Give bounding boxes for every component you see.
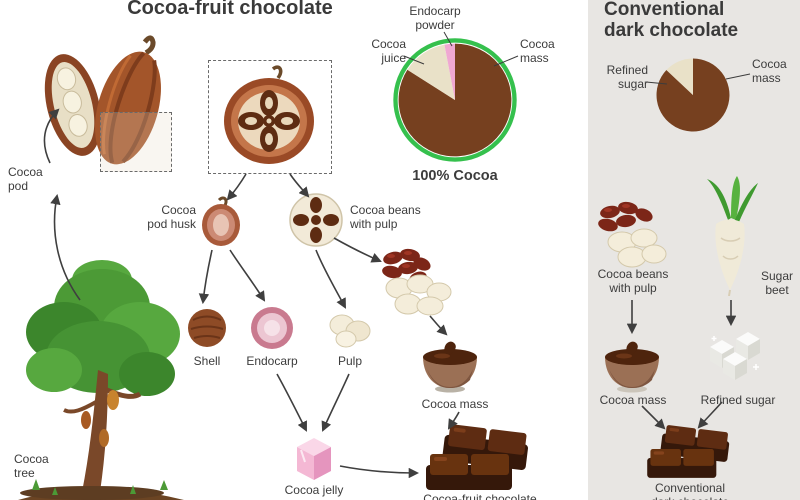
cocoa-fruit-result-label: Cocoa-fruit chocolate	[423, 492, 537, 500]
cocoa-pod-label: Cocoa pod	[8, 165, 43, 193]
conventional-composition-pie	[656, 58, 730, 132]
conventional-title: Conventional dark chocolate	[604, 0, 739, 41]
refined-sugar-right-label: Refined sugar	[700, 393, 776, 407]
cocoa-mass-right-label: Cocoa mass	[599, 393, 667, 407]
cocoa-mass-bowl-illustration	[423, 341, 477, 393]
cocoa-tree-label: Cocoa tree	[14, 452, 49, 480]
refined-sugar-illustration	[710, 332, 760, 380]
sugar-beet-illustration	[707, 176, 758, 296]
conventional-result-label: Conventional dark chocolate	[651, 481, 729, 500]
cocoa-beans-cluster-illustration	[382, 248, 431, 285]
sugar-beet-label: Sugar beet	[760, 269, 794, 297]
cocoa-pod-husk-illustration	[202, 196, 240, 246]
endocarp-powder-callout: Endocarp powder	[409, 4, 461, 32]
pie-caption: 100% Cocoa	[412, 168, 498, 184]
cocoa-pod-husk-label: Cocoa pod husk	[147, 203, 196, 231]
pod-zoom-highlight-frame	[100, 112, 172, 172]
pulp-cluster-illustration	[385, 274, 452, 316]
cocoa-beans-with-pulp-right-illustration	[598, 201, 667, 268]
cocoa-fruit-composition-pie	[393, 38, 517, 162]
endocarp-label: Endocarp	[246, 354, 298, 368]
conventional-chocolate-illustration	[647, 425, 730, 478]
pod-cross-section-illustration	[224, 65, 314, 164]
cocoa-beans-with-pulp-illustration	[289, 193, 343, 247]
cocoa-jelly-illustration	[297, 438, 331, 480]
cocoa-beans-with-pulp-right-label: Cocoa beans with pulp	[597, 267, 669, 295]
shell-label: Shell	[193, 354, 221, 368]
cocoa-mass-callout-right: Cocoa mass	[752, 57, 787, 85]
cocoa-beans-with-pulp-label: Cocoa beans with pulp	[350, 203, 421, 231]
pulp-label: Pulp	[337, 354, 363, 368]
endocarp-illustration	[251, 307, 293, 349]
cocoa-fruit-title: Cocoa-fruit chocolate	[127, 0, 333, 19]
pulp-illustration	[329, 314, 371, 348]
cocoa-mass-left-label: Cocoa mass	[421, 397, 489, 411]
shell-illustration	[188, 309, 226, 347]
cocoa-juice-callout: Cocoa juice	[371, 37, 406, 65]
cocoa-pod-illustration	[44, 35, 161, 165]
cocoa-mass-callout: Cocoa mass	[520, 37, 555, 65]
cocoa-mass-bowl-right-illustration	[605, 341, 659, 393]
pod-cross-section-frame	[208, 60, 332, 174]
cocoa-fruit-chocolate-illustration	[426, 424, 528, 490]
refined-sugar-callout: Refined sugar	[606, 63, 648, 91]
cocoa-jelly-label: Cocoa jelly	[284, 483, 344, 497]
